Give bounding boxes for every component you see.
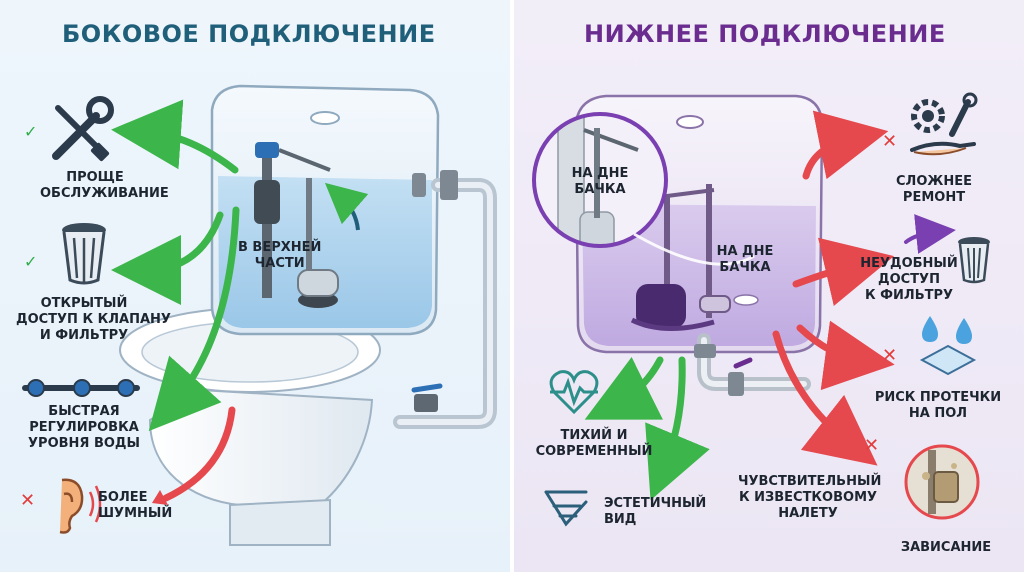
zoom-bottom-label: НА ДНЕ БАЧКА bbox=[571, 166, 629, 197]
valve-adjust-icon bbox=[22, 379, 140, 397]
bottom-fill-valve bbox=[630, 184, 731, 331]
easier-service-label: ПРОЩЕ ОБСЛУЖИВАНИЕ bbox=[40, 170, 169, 201]
arrow-quick-adjust bbox=[148, 206, 240, 432]
leak-risk-cross-icon: ✕ bbox=[882, 345, 898, 366]
zoom-bubble bbox=[532, 112, 755, 266]
noisy-label: БОЛЕЕ ШУМНЫЙ bbox=[98, 490, 173, 521]
quick-adjust-label: БЫСТРАЯ РЕГУЛИРОВКА УРОВНЯ ВОДЫ bbox=[28, 404, 140, 451]
filter-pointer-arrow bbox=[904, 214, 956, 254]
gear-wrench-hand-icon bbox=[910, 92, 978, 156]
harder-repair-cross-icon: ✕ bbox=[882, 131, 898, 152]
ear-icon bbox=[59, 478, 102, 534]
bottom-connection-panel: НИЖНЕЕ ПОДКЛЮЧЕНИЕ bbox=[514, 0, 1024, 572]
water-leak-icon bbox=[919, 316, 977, 376]
bottom-connection-title: НИЖНЕЕ ПОДКЛЮЧЕНИЕ bbox=[584, 20, 946, 48]
quiet-modern-label: ТИХИЙ И СОВРЕМЕННЫЙ bbox=[535, 428, 653, 459]
arrow-easier-service bbox=[111, 99, 239, 174]
float-pointer-arrow bbox=[324, 182, 369, 231]
tools-icon bbox=[52, 96, 114, 162]
arrow-harder-repair bbox=[802, 110, 889, 180]
arrow-leak-risk bbox=[796, 320, 895, 391]
arrow-quiet bbox=[584, 356, 664, 420]
bottom-connection-illustration bbox=[532, 92, 990, 527]
open-access-check-icon: ✓ bbox=[24, 252, 38, 271]
sleek-lines-icon bbox=[544, 490, 588, 527]
tank-bottom-label: НА ДНЕ БАЧКА bbox=[716, 244, 774, 275]
limescale-cross-icon: ✕ bbox=[864, 435, 880, 456]
leak-risk-label: РИСК ПРОТЕЧКИ НА ПОЛ bbox=[874, 390, 1002, 421]
filter-icon bbox=[62, 223, 106, 285]
bottom-water-pipe bbox=[694, 333, 811, 396]
side-connection-panel: БОКОВОЕ ПОДКЛЮЧЕНИЕ bbox=[0, 0, 510, 572]
easier-service-check-icon: ✓ bbox=[24, 122, 38, 141]
side-water-pipe bbox=[393, 170, 497, 429]
noisy-cross-icon: ✕ bbox=[20, 490, 36, 511]
side-connection-title: БОКОВОЕ ПОДКЛЮЧЕНИЕ bbox=[62, 20, 436, 48]
float-location-label: В ВЕРХНЕЙ ЧАСТИ bbox=[238, 240, 322, 271]
arrow-noisy-head bbox=[152, 490, 168, 505]
harder-repair-label: СЛОЖНЕЕ РЕМОНТ bbox=[896, 174, 972, 205]
limescale-valve-icon bbox=[904, 444, 980, 520]
limescale-label: ЧУВСТВИТЕЛЬНЫЙ К ИЗВЕСТКОВОМУ НАЛЕТУ bbox=[738, 474, 882, 521]
filter-access-label: НЕУДОБНЫЙ ДОСТУП К ФИЛЬТРУ bbox=[860, 256, 958, 303]
open-access-label: ОТКРЫТЫЙ ДОСТУП К КЛАПАНУ И ФИЛЬТРУ bbox=[16, 296, 171, 343]
arrow-noisy bbox=[162, 406, 236, 502]
arrow-open-access bbox=[111, 211, 224, 305]
panel-divider bbox=[510, 0, 514, 572]
filter-icon-right bbox=[958, 237, 990, 284]
arrow-aesthetic bbox=[645, 356, 710, 501]
sticking-label: ЗАВИСАНИЕ bbox=[900, 540, 992, 555]
arrow-filter-access bbox=[792, 237, 895, 306]
arrow-limescale bbox=[772, 330, 878, 466]
side-connection-illustration bbox=[22, 84, 497, 546]
fill-valve bbox=[254, 142, 339, 308]
pulse-heart-icon bbox=[549, 370, 599, 415]
aesthetic-look-label: ЭСТЕТИЧНЫЙ ВИД bbox=[604, 496, 707, 527]
